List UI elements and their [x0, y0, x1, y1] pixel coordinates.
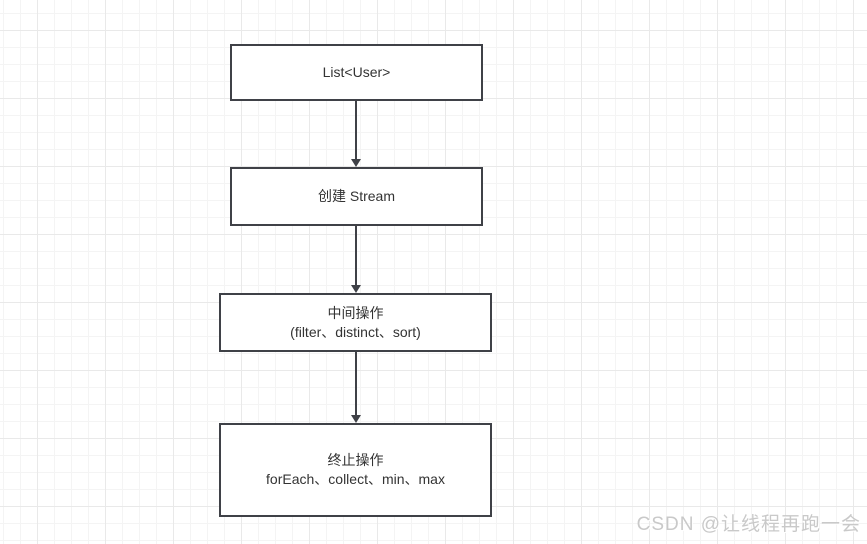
arrowhead-icon: [351, 285, 361, 293]
node-terminal-ops-line1: 终止操作: [327, 452, 384, 468]
node-intermediate-ops-line2: (filter、distinct、sort): [290, 323, 421, 340]
node-terminal-ops-line2: forEach、collect、min、max: [266, 471, 445, 487]
node-intermediate-ops-line1: 中间操作: [327, 304, 384, 321]
node-terminal-ops: 终止操作 forEach、collect、min、max: [219, 423, 492, 517]
arrow-down-icon-1: [350, 101, 362, 167]
node-create-stream: 创建 Stream: [230, 167, 483, 226]
arrow-down-icon-3: [350, 352, 362, 423]
csdn-watermark: CSDN @让线程再跑一会: [636, 514, 861, 535]
arrowhead-icon: [351, 415, 361, 423]
arrow-down-icon-2: [350, 226, 362, 293]
arrow-shaft: [355, 101, 357, 160]
node-create-stream-label: 创建 Stream: [317, 188, 395, 204]
node-list-user-label: List<User>: [322, 64, 391, 80]
arrowhead-icon: [351, 159, 361, 167]
node-list-user: List<User>: [230, 44, 483, 101]
arrow-shaft: [355, 226, 357, 286]
node-intermediate-ops: 中间操作 (filter、distinct、sort): [219, 293, 492, 352]
arrow-shaft: [355, 352, 357, 416]
